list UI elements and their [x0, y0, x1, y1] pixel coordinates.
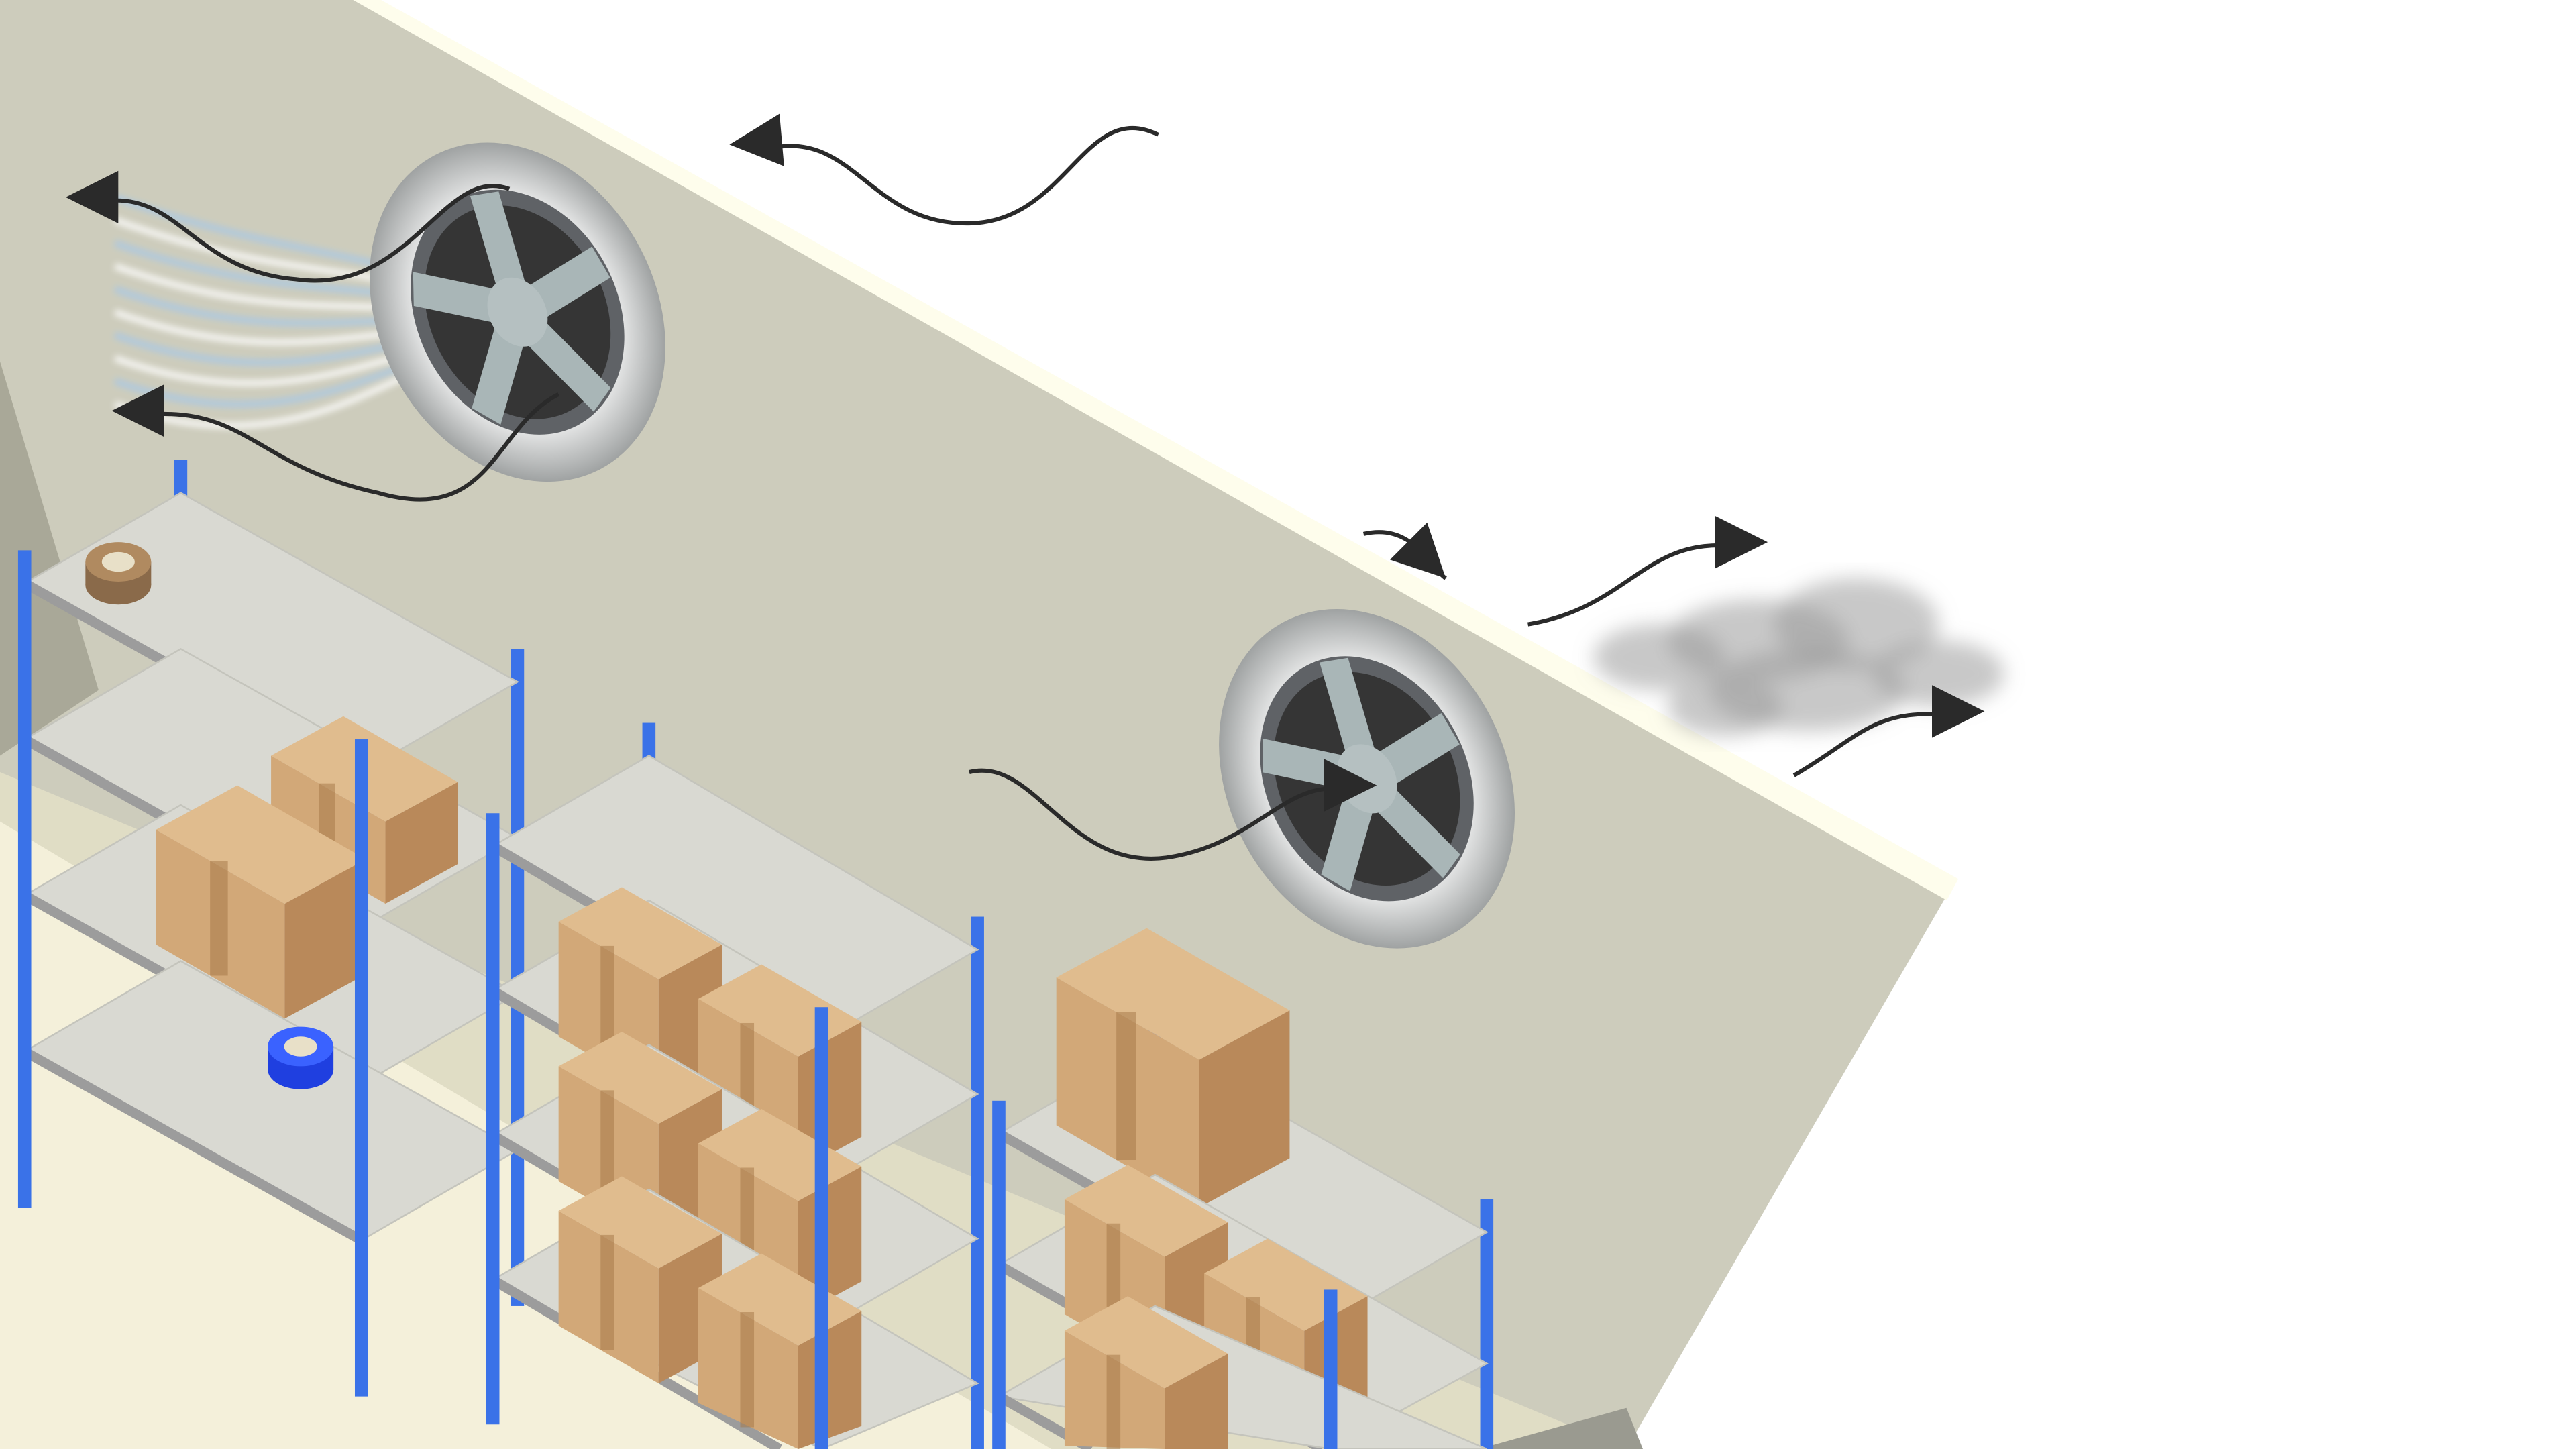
fan-blade	[524, 246, 610, 320]
airflow-arrow-icon	[65, 170, 511, 283]
storage-shelf-icon	[486, 722, 984, 1449]
airflow-arrow-icon	[1792, 685, 1985, 777]
airflow-arrow-icon	[729, 113, 1159, 226]
exhaust-fan-icon	[369, 142, 665, 482]
fan-hub	[487, 277, 548, 347]
shelf-post	[992, 1100, 1006, 1449]
shelf-post	[17, 550, 32, 1208]
fan-blade	[1320, 657, 1377, 759]
shelf-post	[814, 1007, 828, 1449]
cardboard-box-icon	[156, 785, 366, 1019]
shelf-beam	[22, 1046, 364, 1245]
shelf-post	[1480, 1199, 1494, 1449]
tape-roll-icon	[85, 542, 152, 605]
shelf-post	[486, 813, 500, 1425]
cardboard-box-icon	[558, 1176, 722, 1384]
fan-blade	[1321, 789, 1375, 892]
fan-blade	[1373, 713, 1460, 787]
cardboard-box-icon	[1056, 928, 1290, 1208]
shelf-post	[1324, 1289, 1338, 1449]
airflow-arrow-icon	[1527, 515, 1768, 627]
fan-blade	[472, 322, 525, 425]
smoke-puff	[1667, 676, 1783, 737]
storage-shelf-icon	[992, 928, 1494, 1449]
smoke-puff	[1872, 641, 2004, 707]
airflow-arrow-icon	[969, 759, 1377, 861]
exhaust-fan-icon	[1219, 608, 1515, 949]
shelf-post	[354, 739, 368, 1397]
airflow-arrow-icon	[111, 384, 560, 502]
fan-blade	[470, 191, 527, 292]
smoke-puff	[1774, 578, 1939, 671]
fan-blade	[1373, 784, 1460, 879]
storage-shelf-icon	[17, 460, 525, 1397]
fan-blade	[523, 317, 611, 412]
fan-blade	[413, 272, 499, 324]
cardboard-box-icon	[1064, 1296, 1228, 1449]
smoke-cloud-icon	[1593, 578, 2004, 737]
tape-roll-icon	[268, 1026, 334, 1089]
shelf-post	[971, 916, 984, 1449]
